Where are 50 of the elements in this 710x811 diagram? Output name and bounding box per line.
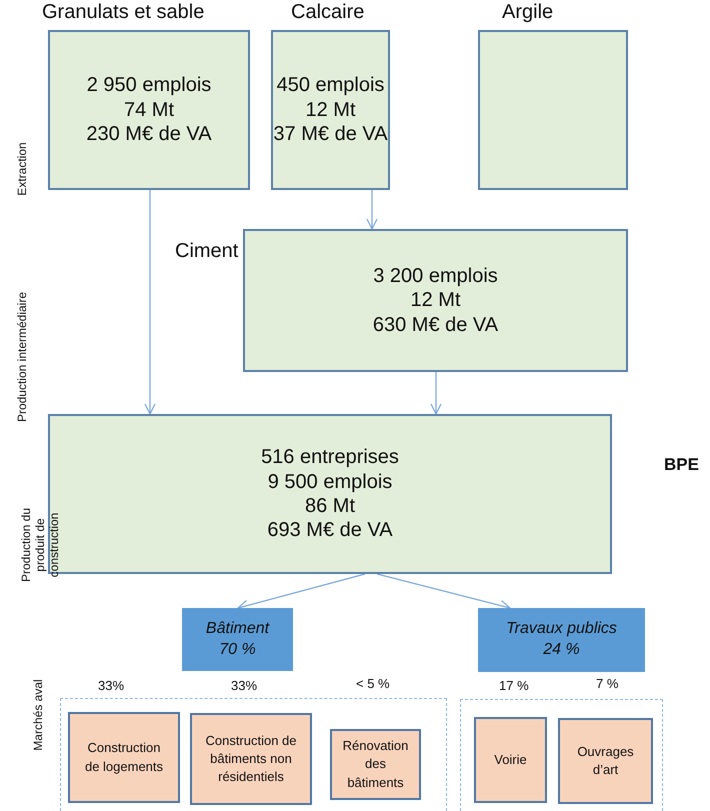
market-box xyxy=(190,713,312,805)
box-text: 12 Mt xyxy=(305,98,356,122)
box-text: 450 emplois xyxy=(276,73,384,98)
share-percentage: 17 % xyxy=(499,678,529,693)
arrow xyxy=(430,372,442,415)
product-label: BPE xyxy=(664,455,699,475)
share-percentage: < 5 % xyxy=(356,676,390,691)
box-text: Rénovation des bâtiments xyxy=(342,737,409,792)
box-text: 630 M€ de VA xyxy=(372,312,498,338)
box-text: 86 Mt xyxy=(304,494,356,518)
share-percentage: 33% xyxy=(98,678,124,693)
share-percentage: 33% xyxy=(231,678,258,693)
box-text: Construction de logements xyxy=(84,739,164,776)
row-label: Production du produit de construction xyxy=(19,506,61,584)
box-text: 37 M€ de VA xyxy=(273,122,388,147)
row-label: Extraction xyxy=(15,141,29,198)
column-heading: Calcaire xyxy=(291,0,364,24)
dashed-group-frame xyxy=(60,698,447,811)
arrow xyxy=(144,190,156,415)
box-text: Travaux publics xyxy=(506,619,617,640)
box-text: 516 entreprises xyxy=(261,445,399,470)
category-box xyxy=(478,608,645,672)
box-text: 12 Mt xyxy=(410,288,461,313)
box-text: 230 M€ de VA xyxy=(86,122,212,147)
column-heading: Granulats et sable xyxy=(42,0,204,24)
column-heading: Argile xyxy=(502,0,554,24)
share-percentage: 7 % xyxy=(596,676,618,691)
box-text: Ouvrages d’art xyxy=(576,742,635,779)
box-text: 24 % xyxy=(543,640,580,660)
market-box xyxy=(474,717,547,803)
box-text: 3 200 emplois xyxy=(373,264,498,288)
row-label: Production intermédiaire xyxy=(15,290,29,424)
dashed-group-frame xyxy=(460,699,663,811)
arrow xyxy=(237,573,366,611)
row-label: Marchés aval xyxy=(31,678,45,753)
box-text: 70 % xyxy=(219,640,256,660)
box-text: 2 950 emplois xyxy=(86,73,212,98)
market-box xyxy=(558,718,653,804)
box-text: 74 Mt xyxy=(124,98,174,122)
box-text: Bâtiment xyxy=(206,618,270,639)
market-box xyxy=(330,729,421,800)
market-box xyxy=(68,712,180,803)
arrow xyxy=(366,190,378,230)
column-heading: Ciment xyxy=(175,239,238,264)
box-text: Construction de bâtiments non résidentiels xyxy=(204,732,298,786)
box-text: 693 M€ de VA xyxy=(267,518,393,543)
arrow xyxy=(376,573,511,611)
box-text: Voirie xyxy=(494,750,527,769)
category-box xyxy=(182,608,293,671)
box-text: 9 500 emplois xyxy=(268,470,392,494)
